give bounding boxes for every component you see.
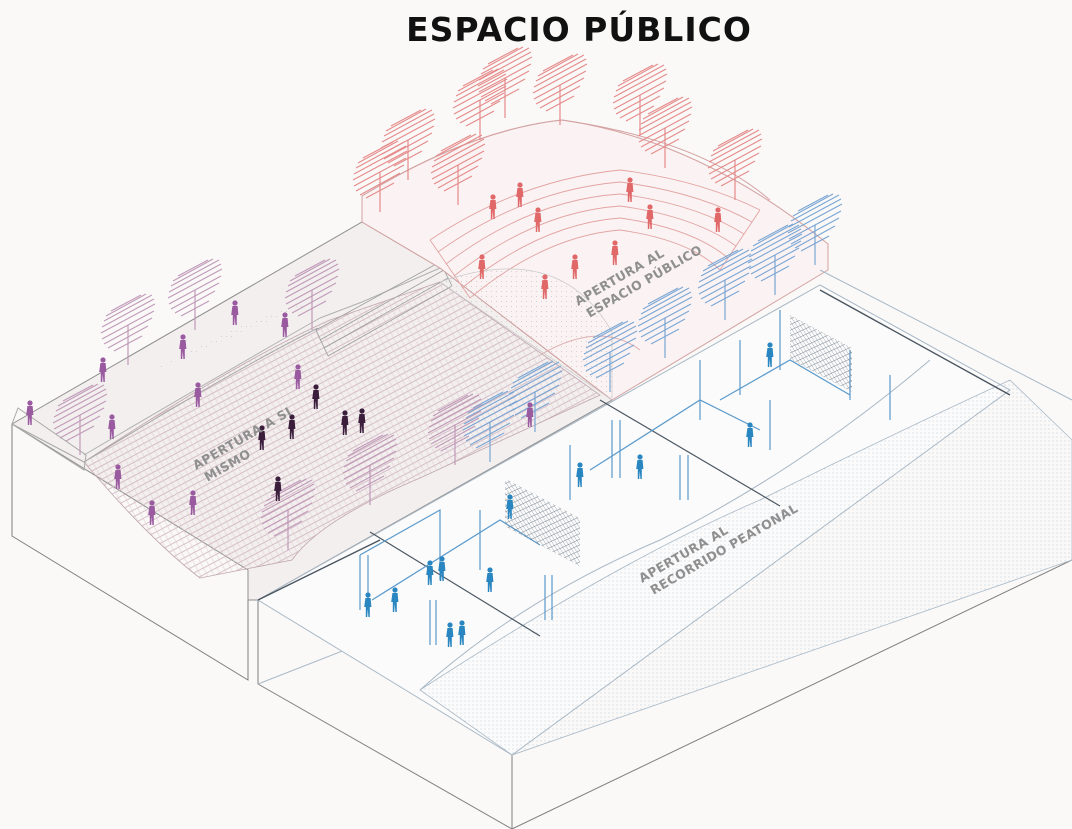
amphitheater-steps xyxy=(429,169,761,299)
tree-icon xyxy=(532,53,588,126)
middle-plaza xyxy=(11,221,613,601)
page-title: ESPACIO PÚBLICO xyxy=(406,10,752,49)
lower-promenade xyxy=(257,269,1072,756)
tree-icon xyxy=(477,46,533,119)
